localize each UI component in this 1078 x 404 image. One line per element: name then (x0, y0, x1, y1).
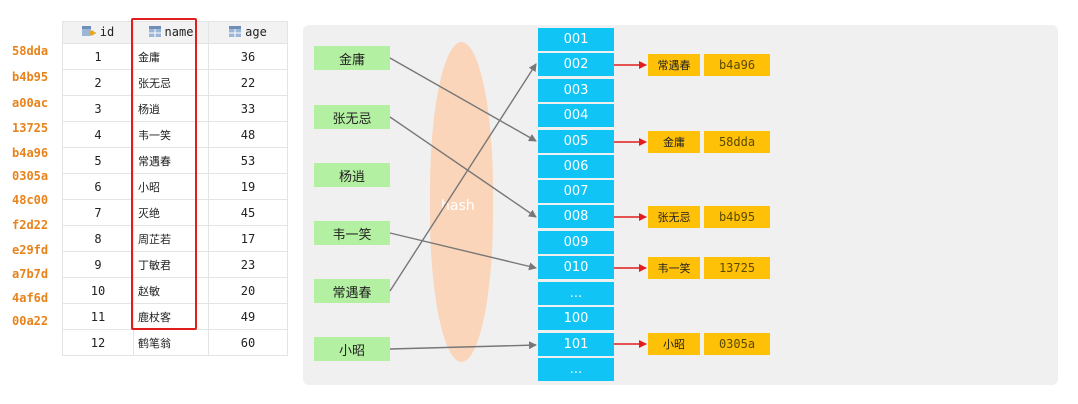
hash-diagram-panel (303, 25, 1058, 385)
row-address: 58dda (12, 44, 49, 58)
cell-age: 53 (208, 147, 288, 174)
hash-arrow (389, 63, 537, 292)
hash-bucket: ... (538, 282, 614, 305)
row-address: 00a22 (12, 314, 49, 328)
hash-bucket: 009 (538, 231, 614, 254)
row-address: e29fd (12, 243, 49, 257)
hash-arrow (389, 57, 537, 142)
cell-id: 6 (62, 173, 134, 200)
cell-age: 22 (208, 69, 288, 96)
value-name: 韦一笑 (648, 257, 700, 279)
hash-bucket: ... (538, 358, 614, 381)
hash-arrow (389, 341, 537, 350)
hash-key: 韦一笑 (314, 221, 390, 245)
hash-label: hash (441, 198, 475, 214)
cell-id: 11 (62, 303, 134, 330)
table-column-icon (229, 25, 242, 40)
table-column-icon (148, 25, 161, 40)
value-name: 张无忌 (648, 206, 700, 228)
hash-key: 小昭 (314, 337, 390, 361)
row-address: a00ac (12, 96, 49, 110)
hash-key: 张无忌 (314, 105, 390, 129)
row-address: a7b7d (12, 267, 49, 281)
hash-bucket: 006 (538, 155, 614, 178)
hash-key: 常遇春 (314, 279, 390, 303)
cell-id: 12 (62, 329, 134, 356)
hash-bucket: 002 (538, 53, 614, 76)
cell-age: 60 (208, 329, 288, 356)
hash-bucket: 003 (538, 79, 614, 102)
row-address: b4a96 (12, 146, 49, 160)
row-address: 0305a (12, 169, 49, 183)
name-column-highlight (131, 18, 197, 330)
key-column-icon (81, 25, 96, 40)
cell-age: 23 (208, 251, 288, 278)
hash-function-shape (430, 42, 493, 362)
hash-bucket: 101 (538, 333, 614, 356)
cell-id: 9 (62, 251, 134, 278)
row-address: 4af6d (12, 291, 49, 305)
value-address: b4a96 (704, 54, 770, 76)
row-address: b4b95 (12, 70, 49, 84)
row-address: 48c00 (12, 193, 49, 207)
value-address: 13725 (704, 257, 770, 279)
value-address: 0305a (704, 333, 770, 355)
column-header-id[interactable]: id (62, 21, 134, 44)
hash-bucket: 010 (538, 256, 614, 279)
hash-bucket: 100 (538, 307, 614, 330)
value-address: b4b95 (704, 206, 770, 228)
hash-bucket: 004 (538, 104, 614, 127)
hash-key: 金庸 (314, 46, 390, 70)
hash-arrow (389, 116, 537, 218)
cell-age: 49 (208, 303, 288, 330)
hash-bucket: 008 (538, 205, 614, 228)
value-name: 小昭 (648, 333, 700, 355)
cell-age: 20 (208, 277, 288, 304)
column-header-label: name (164, 25, 194, 40)
hash-arrow (389, 232, 537, 271)
row-address: f2d22 (12, 218, 49, 232)
column-header-age[interactable]: age (208, 21, 288, 44)
column-header-name[interactable]: name (133, 21, 209, 44)
hash-bucket: 001 (538, 28, 614, 51)
value-address: 58dda (704, 131, 770, 153)
hash-bucket: 005 (538, 130, 614, 153)
value-name: 常遇春 (648, 54, 700, 76)
table-header-row: id name age (62, 21, 288, 44)
column-header-label: age (245, 25, 267, 40)
value-name: 金庸 (648, 131, 700, 153)
cell-age: 36 (208, 43, 288, 70)
cell-id: 3 (62, 95, 134, 122)
column-header-label: id (99, 25, 115, 39)
cell-name: 鹤笔翁 (133, 329, 209, 356)
hash-bucket: 007 (538, 180, 614, 203)
row-address: 13725 (12, 121, 49, 135)
hash-key: 杨逍 (314, 163, 390, 187)
